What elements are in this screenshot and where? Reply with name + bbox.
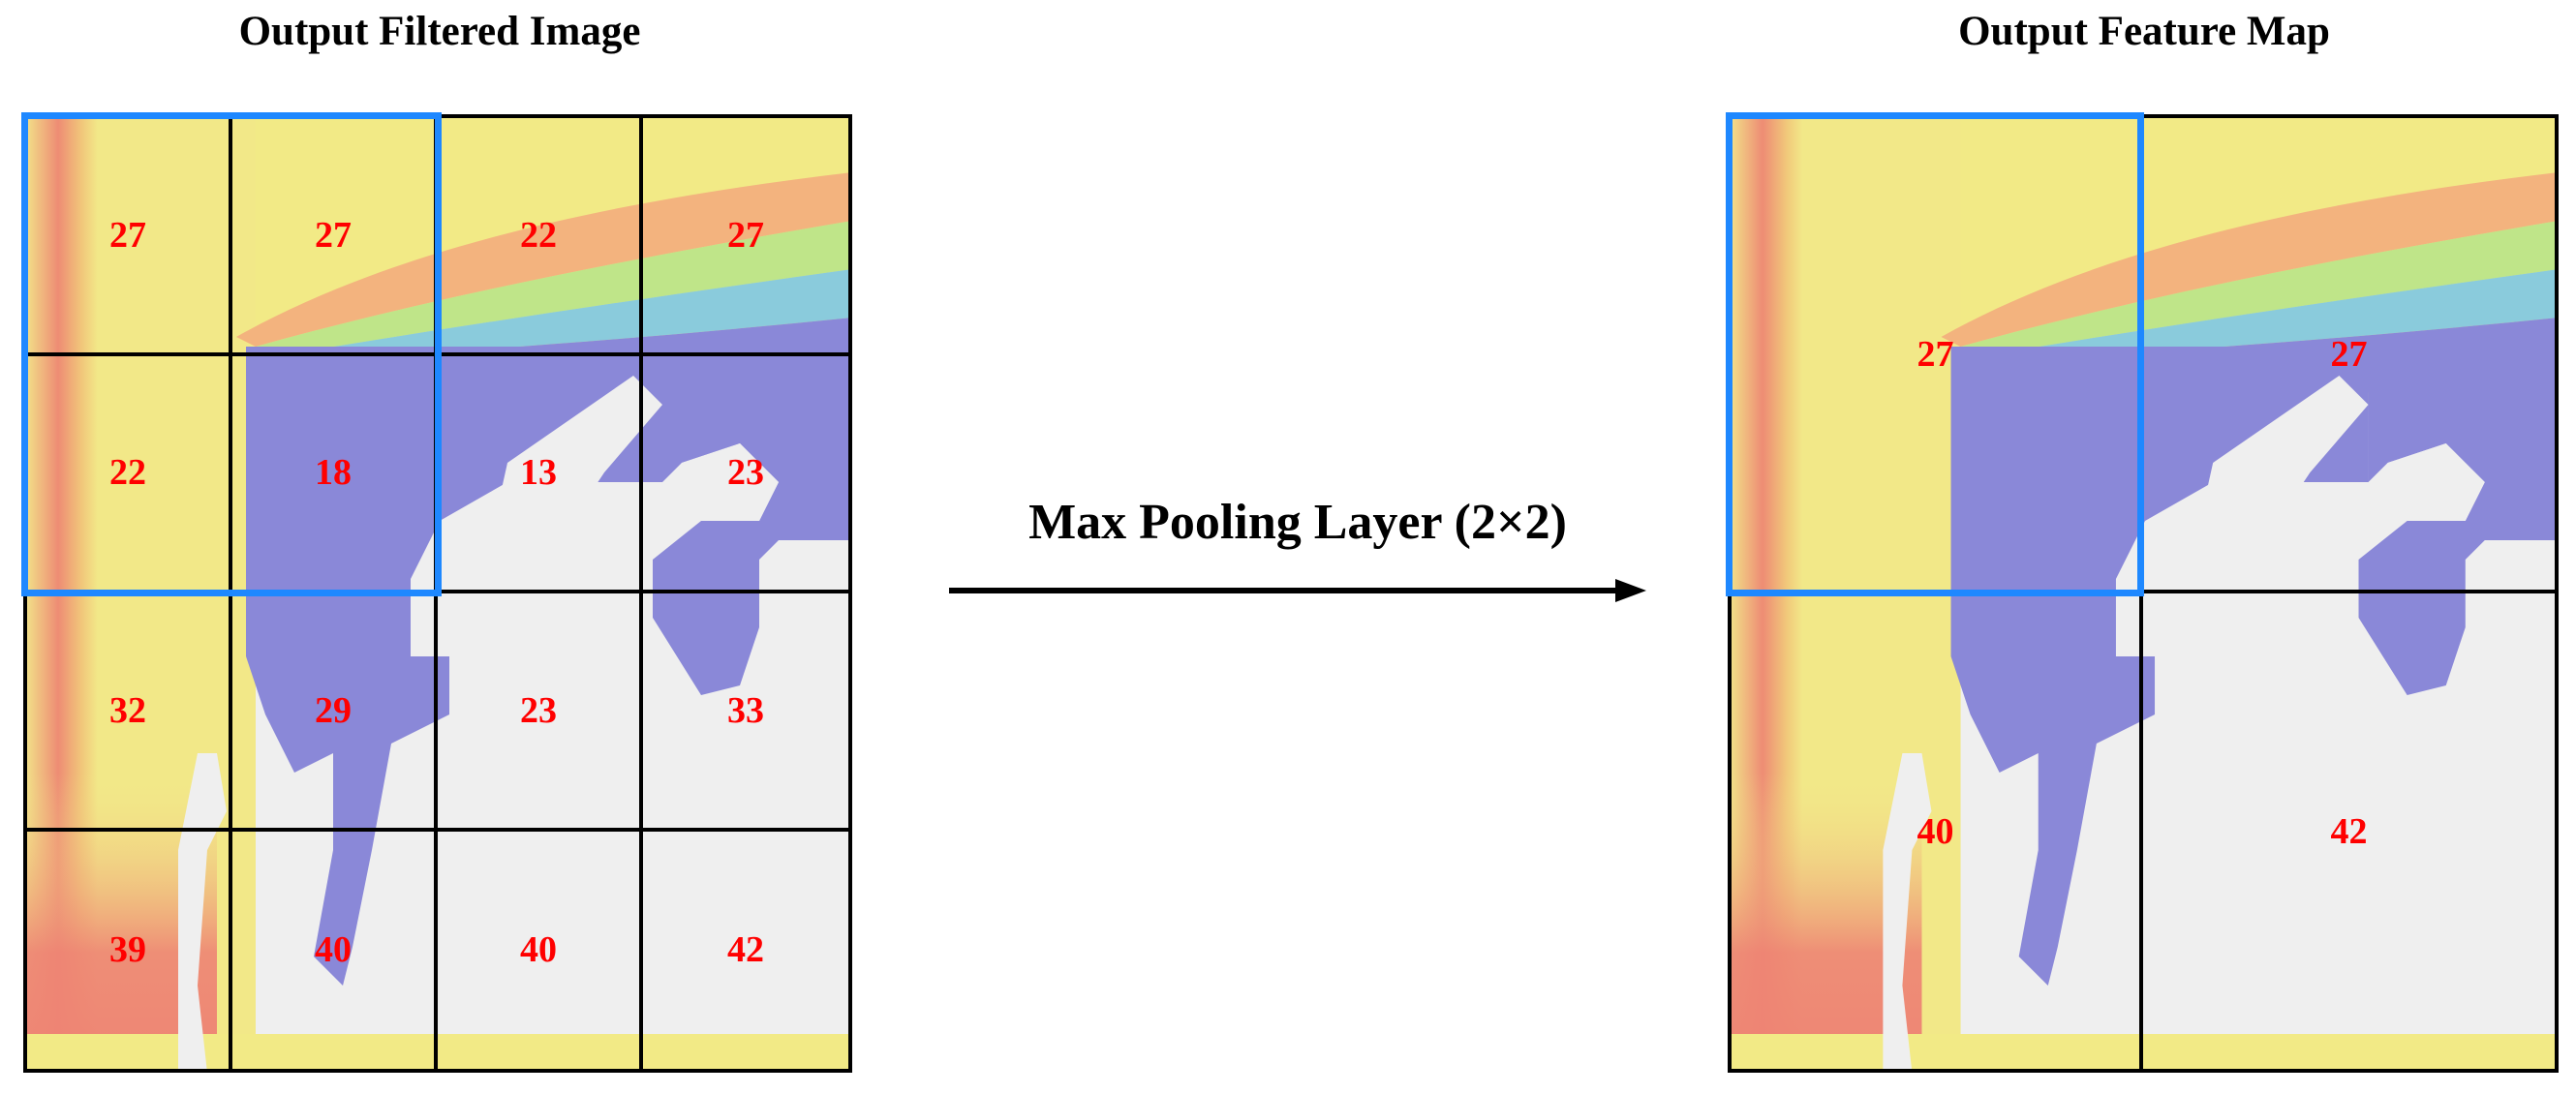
grid-cell: 29 [232,593,438,832]
cell-value: 29 [315,689,352,731]
max-pooling-label: Max Pooling Layer (2×2) [1028,495,1567,550]
cell-value: 23 [727,452,764,494]
cell-value: 33 [727,689,764,731]
grid-cell: 23 [438,593,643,832]
grid-cell: 18 [232,355,438,593]
grid-cell: 22 [27,355,232,593]
grid-cell: 22 [438,118,643,356]
cell-value: 39 [109,929,146,971]
cell-value: 40 [1917,810,1954,852]
cell-value: 13 [520,452,557,494]
grid-cell: 42 [2143,593,2555,1069]
grid-cell: 40 [1732,593,2143,1069]
cell-value: 22 [109,452,146,494]
cell-value: 32 [109,689,146,731]
cell-value: 42 [727,929,764,971]
cell-value: 27 [315,214,352,256]
grid-cell: 32 [27,593,232,832]
grid-cell: 42 [643,832,848,1070]
cell-value: 23 [520,689,557,731]
grid-cell: 39 [27,831,232,1069]
cell-value: 40 [315,929,352,971]
output-panel-title: Output Feature Map [1958,9,2330,54]
grid-cell: 27 [232,118,438,356]
filtered-image-panel: 27 27 22 27 22 18 13 23 32 29 23 33 39 4… [21,112,852,1073]
grid-cell: 13 [438,355,643,593]
feature-map-panel: 27 27 40 42 [1726,112,2559,1073]
cell-value: 27 [727,214,764,256]
grid-cell: 27 [1732,118,2143,593]
cell-value: 27 [109,214,146,256]
right-arrow-icon [949,579,1646,602]
cell-value: 18 [315,452,352,494]
grid-cell: 27 [2143,118,2555,593]
cell-value: 27 [2330,333,2368,375]
grid-cell: 33 [643,593,848,832]
cell-value: 27 [1917,333,1954,375]
filtered-image-grid: 27 27 22 27 22 18 13 23 32 29 23 33 39 4… [23,114,852,1073]
cell-value: 40 [520,929,557,971]
grid-cell: 27 [643,118,848,356]
grid-cell: 40 [232,831,438,1069]
feature-map-grid: 27 27 40 42 [1728,114,2559,1073]
grid-cell: 23 [643,356,848,593]
cell-value: 22 [520,214,557,256]
cell-value: 42 [2330,810,2368,852]
input-panel-title: Output Filtered Image [238,9,641,54]
grid-cell: 40 [438,831,643,1069]
grid-cell: 27 [27,118,232,356]
feature-map-heatmap [1728,114,2559,1073]
